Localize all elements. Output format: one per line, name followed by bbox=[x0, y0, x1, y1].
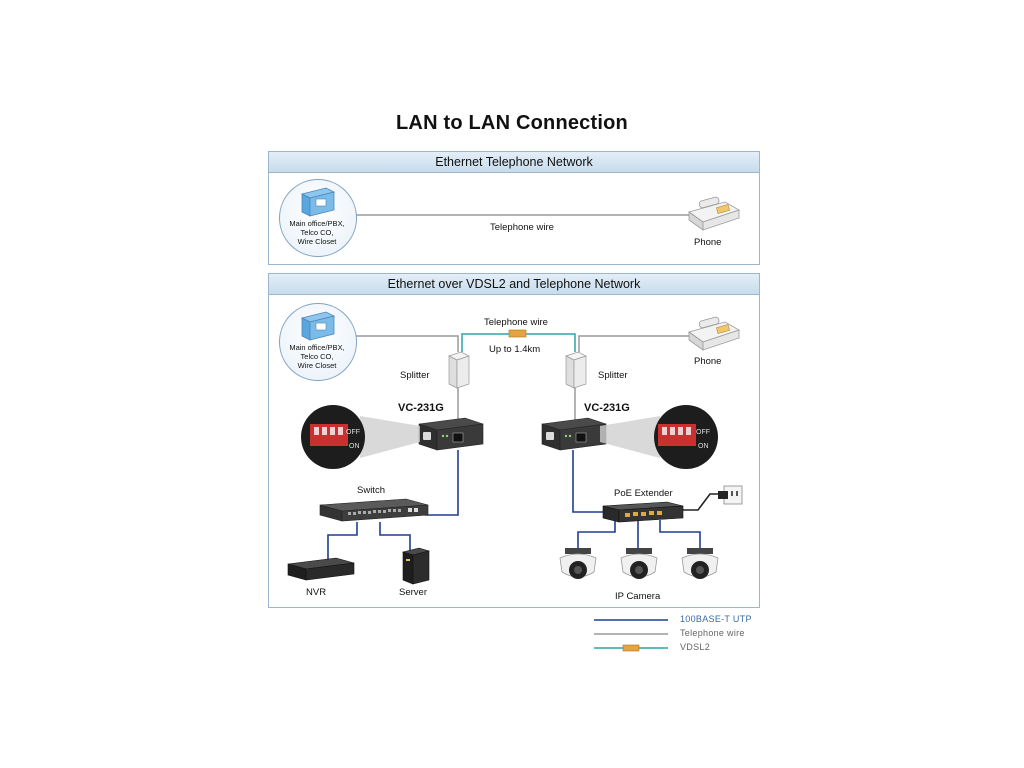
phone-label: Phone bbox=[694, 356, 722, 367]
panel-heading: Ethernet Telephone Network bbox=[269, 152, 759, 173]
dip-switch-left-icon bbox=[310, 424, 348, 446]
telephone-wire-phone bbox=[578, 335, 690, 352]
building-icon bbox=[300, 187, 336, 217]
distance-label: Up to 1.4km bbox=[489, 344, 541, 355]
dip-on-label: ON bbox=[698, 443, 709, 450]
utp-wire-left bbox=[425, 450, 459, 516]
poe-extender-label: PoE Extender bbox=[614, 488, 673, 499]
device-right-label: VC-231G bbox=[584, 402, 630, 414]
utp-wire-server bbox=[379, 522, 411, 552]
power-outlet-icon bbox=[718, 485, 743, 505]
ip-camera-icon bbox=[620, 548, 658, 579]
switch-label: Switch bbox=[357, 485, 385, 496]
legend-vdsl-marker bbox=[622, 644, 640, 652]
device-left-label: VC-231G bbox=[398, 402, 444, 414]
vc231g-right-icon bbox=[541, 417, 607, 451]
nvr-icon bbox=[287, 557, 355, 581]
ip-camera-label: IP Camera bbox=[615, 591, 661, 602]
office-label: Main office/PBX, Telco CO, Wire Closet bbox=[289, 343, 345, 370]
poe-extender-icon bbox=[602, 501, 684, 523]
phone-label: Phone bbox=[694, 237, 722, 248]
splitter-right-icon bbox=[565, 351, 587, 389]
splitter-right-label: Splitter bbox=[598, 370, 628, 381]
dip-off-label: OFF bbox=[696, 429, 710, 436]
switch-icon bbox=[319, 498, 429, 522]
page-title: LAN to LAN Connection bbox=[396, 112, 628, 134]
dip-switch-right-icon bbox=[658, 424, 696, 446]
ip-camera-icon bbox=[559, 548, 597, 579]
splitter-left-label: Splitter bbox=[400, 370, 430, 381]
telephone-wire-office bbox=[355, 335, 459, 352]
telephone-wire-label: Telephone wire bbox=[484, 317, 548, 328]
utp-wire-nvr bbox=[327, 522, 358, 560]
dip-off-label: OFF bbox=[346, 429, 360, 436]
legend-vdsl-label: VDSL2 bbox=[680, 642, 711, 652]
splitter-left-icon bbox=[448, 351, 470, 389]
legend-telephone-label: Telephone wire bbox=[680, 628, 745, 638]
legend-utp-label: 100BASE-T UTP bbox=[680, 614, 752, 624]
server-label: Server bbox=[399, 587, 427, 598]
ip-camera-icon bbox=[681, 548, 719, 579]
utp-wire-right bbox=[572, 450, 605, 513]
dip-on-label: ON bbox=[349, 443, 360, 450]
office-icon-bottom bbox=[279, 303, 357, 381]
office-label: Main office/PBX, Telco CO, Wire Closet bbox=[289, 219, 345, 246]
panel-heading: Ethernet over VDSL2 and Telephone Networ… bbox=[269, 274, 759, 295]
server-icon bbox=[401, 547, 431, 585]
vdsl-wire-marker bbox=[508, 329, 527, 338]
vc231g-left-icon bbox=[418, 417, 484, 451]
phone-icon bbox=[688, 196, 740, 231]
phone-icon bbox=[688, 316, 740, 351]
building-icon bbox=[300, 311, 336, 341]
telephone-wire-label: Telephone wire bbox=[490, 222, 554, 233]
nvr-label: NVR bbox=[306, 587, 327, 598]
